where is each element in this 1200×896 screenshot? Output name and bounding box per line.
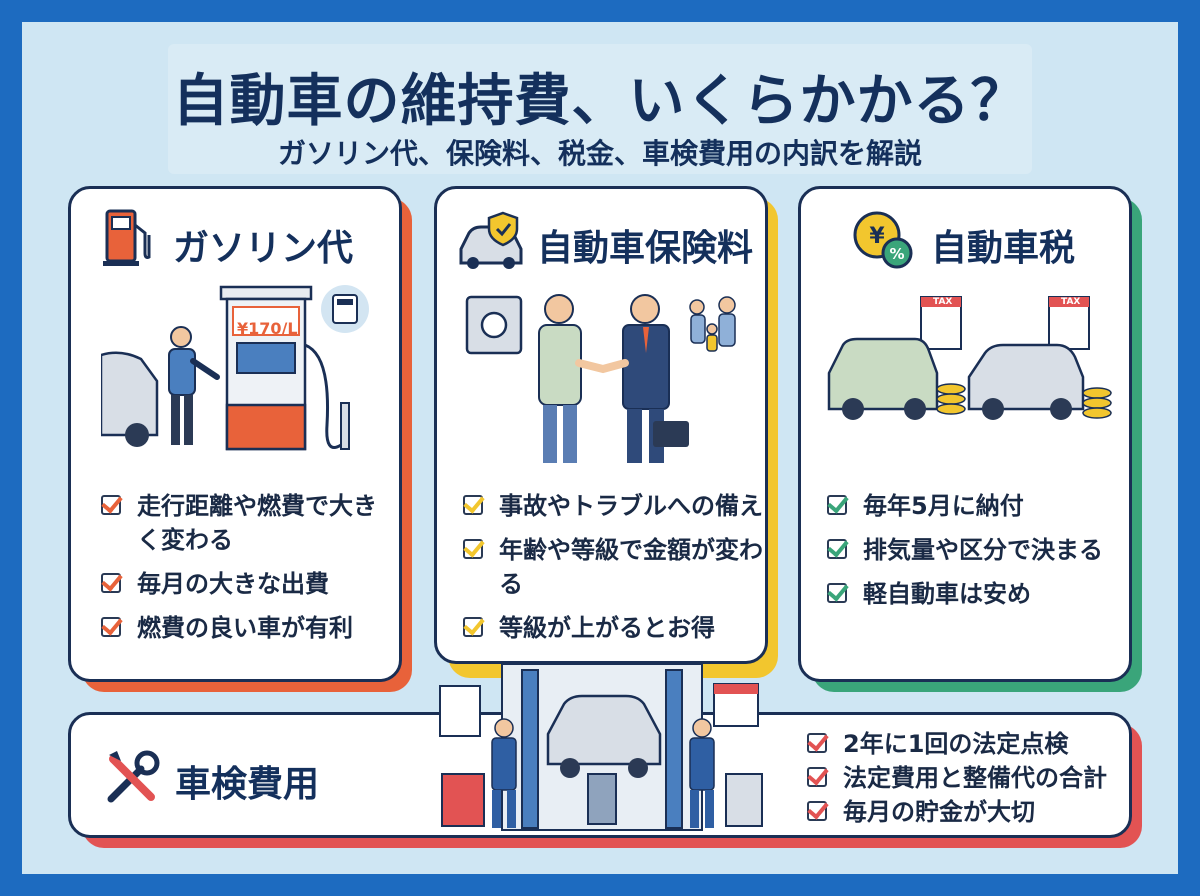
tax-cars-illustration — [827, 296, 1112, 420]
insurance-card-title: 自動車保険料 — [537, 228, 754, 269]
insurance-item-list: 事故やトラブルへの備え 年齢や等級で金額が変わる 等級が上がるとお得 — [463, 489, 763, 655]
inspection-card-title: 車検費用 — [175, 764, 320, 805]
fuel-price-tag: ¥170/L — [237, 319, 298, 338]
svg-text:%: % — [889, 245, 904, 263]
tax-document-label: TAX — [933, 297, 953, 307]
check-icon — [807, 801, 827, 821]
gasoline-card: ガソリン代 ¥170/L 走行距離や燃費で大きく変わる 毎月の大きな出費 燃費の… — [68, 186, 402, 682]
list-item: 事故やトラブルへの備え — [463, 489, 763, 523]
car-lift-illustration — [439, 664, 763, 831]
svg-text:¥: ¥ — [869, 224, 885, 249]
page-subtitle: ガソリン代、保険料、税金、車検費用の内訳を解説 — [277, 137, 922, 170]
check-icon — [827, 495, 847, 515]
inspection-item-list: 2年に1回の法定点検 法定費用と整備代の合計 毎月の貯金が大切 — [807, 727, 1127, 829]
check-icon — [463, 539, 483, 559]
check-icon — [463, 495, 483, 515]
gasoline-card-title: ガソリン代 — [173, 228, 354, 269]
list-item: 毎年5月に納付 — [827, 489, 1127, 523]
car-shield-icon — [459, 211, 523, 269]
tax-document-label: TAX — [1061, 297, 1081, 307]
tax-item-list: 毎年5月に納付 排気量や区分で決まる 軽自動車は安め — [827, 489, 1127, 621]
check-icon — [101, 617, 121, 637]
yen-percent-coin-icon: ¥ % — [853, 211, 913, 269]
list-item: 燃費の良い車が有利 — [101, 611, 391, 645]
check-icon — [101, 495, 121, 515]
wrench-screwdriver-icon — [107, 750, 160, 803]
list-item: 等級が上がるとお得 — [463, 611, 763, 645]
check-icon — [827, 539, 847, 559]
check-icon — [101, 573, 121, 593]
list-item: 軽自動車は安め — [827, 577, 1127, 611]
gasoline-item-list: 走行距離や燃費で大きく変わる 毎月の大きな出費 燃費の良い車が有利 — [101, 489, 391, 655]
fuel-pump-icon — [103, 209, 151, 266]
header-panel — [168, 44, 1032, 174]
list-item: 法定費用と整備代の合計 — [807, 761, 1127, 795]
tax-card-title: 自動車税 — [931, 228, 1076, 269]
list-item: 2年に1回の法定点検 — [807, 727, 1127, 761]
list-item: 走行距離や燃費で大きく変わる — [101, 489, 391, 557]
list-item: 排気量や区分で決まる — [827, 533, 1127, 567]
list-item: 年齢や等級で金額が変わる — [463, 533, 763, 601]
check-icon — [807, 767, 827, 787]
gas-station-illustration — [101, 285, 369, 451]
list-item: 毎月の大きな出費 — [101, 567, 391, 601]
check-icon — [463, 617, 483, 637]
check-icon — [827, 583, 847, 603]
insurance-card: 自動車保険料 事故やトラブルへの備え 年齢や等級で金額が変わる 等級が上がるとお… — [434, 186, 768, 664]
tax-card: ¥ % 自動車税 TAX TAX 毎年5月に納付 排気量や区分で決まる 軽自動車… — [798, 186, 1132, 682]
check-icon — [807, 733, 827, 753]
page-title: 自動車の維持費、いくらかかる？ — [172, 69, 1028, 134]
list-item: 毎月の貯金が大切 — [807, 795, 1127, 829]
insurance-handshake-illustration — [465, 294, 736, 463]
